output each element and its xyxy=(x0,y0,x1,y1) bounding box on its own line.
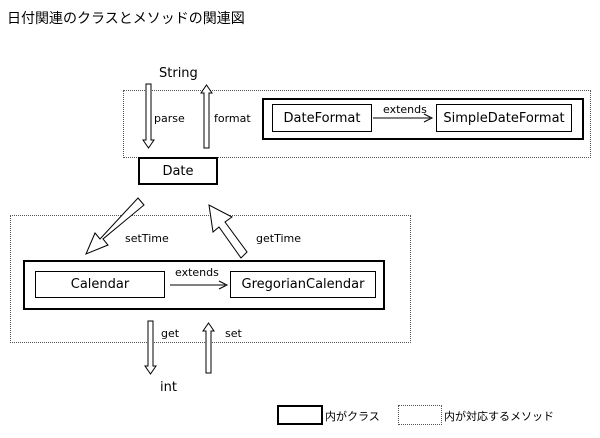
settime-label: setTime xyxy=(125,232,169,245)
set-arrow xyxy=(202,322,215,374)
parse-arrow xyxy=(142,83,155,149)
get-arrow xyxy=(144,320,157,375)
legend-class-swatch xyxy=(277,405,323,425)
parse-label: parse xyxy=(154,112,185,125)
dateformat-class: DateFormat xyxy=(272,104,372,132)
set-label: set xyxy=(225,327,242,340)
method-region-top xyxy=(123,90,591,158)
legend-class-label: 内がクラス xyxy=(325,410,380,423)
gettime-arrow xyxy=(208,204,248,259)
legend-method-swatch xyxy=(398,405,442,425)
date-class: Date xyxy=(138,157,218,185)
int-node: int xyxy=(160,380,177,395)
page-title: 日付関連のクラスとメソッドの関連図 xyxy=(7,11,245,27)
simpledateformat-class: SimpleDateFormat xyxy=(436,104,572,132)
gregoriancalendar-class: GregorianCalendar xyxy=(230,271,376,298)
extends-label-top: extends xyxy=(383,103,427,116)
extends-label-bottom: extends xyxy=(175,266,219,279)
format-label: format xyxy=(214,112,251,125)
gettime-label: getTime xyxy=(256,232,301,245)
settime-arrow xyxy=(85,197,145,255)
get-label: get xyxy=(161,327,180,340)
calendar-class: Calendar xyxy=(35,271,165,298)
format-arrow xyxy=(200,84,213,149)
string-node: String xyxy=(159,66,198,81)
legend-method-label: 内が対応するメソッド xyxy=(444,410,554,423)
